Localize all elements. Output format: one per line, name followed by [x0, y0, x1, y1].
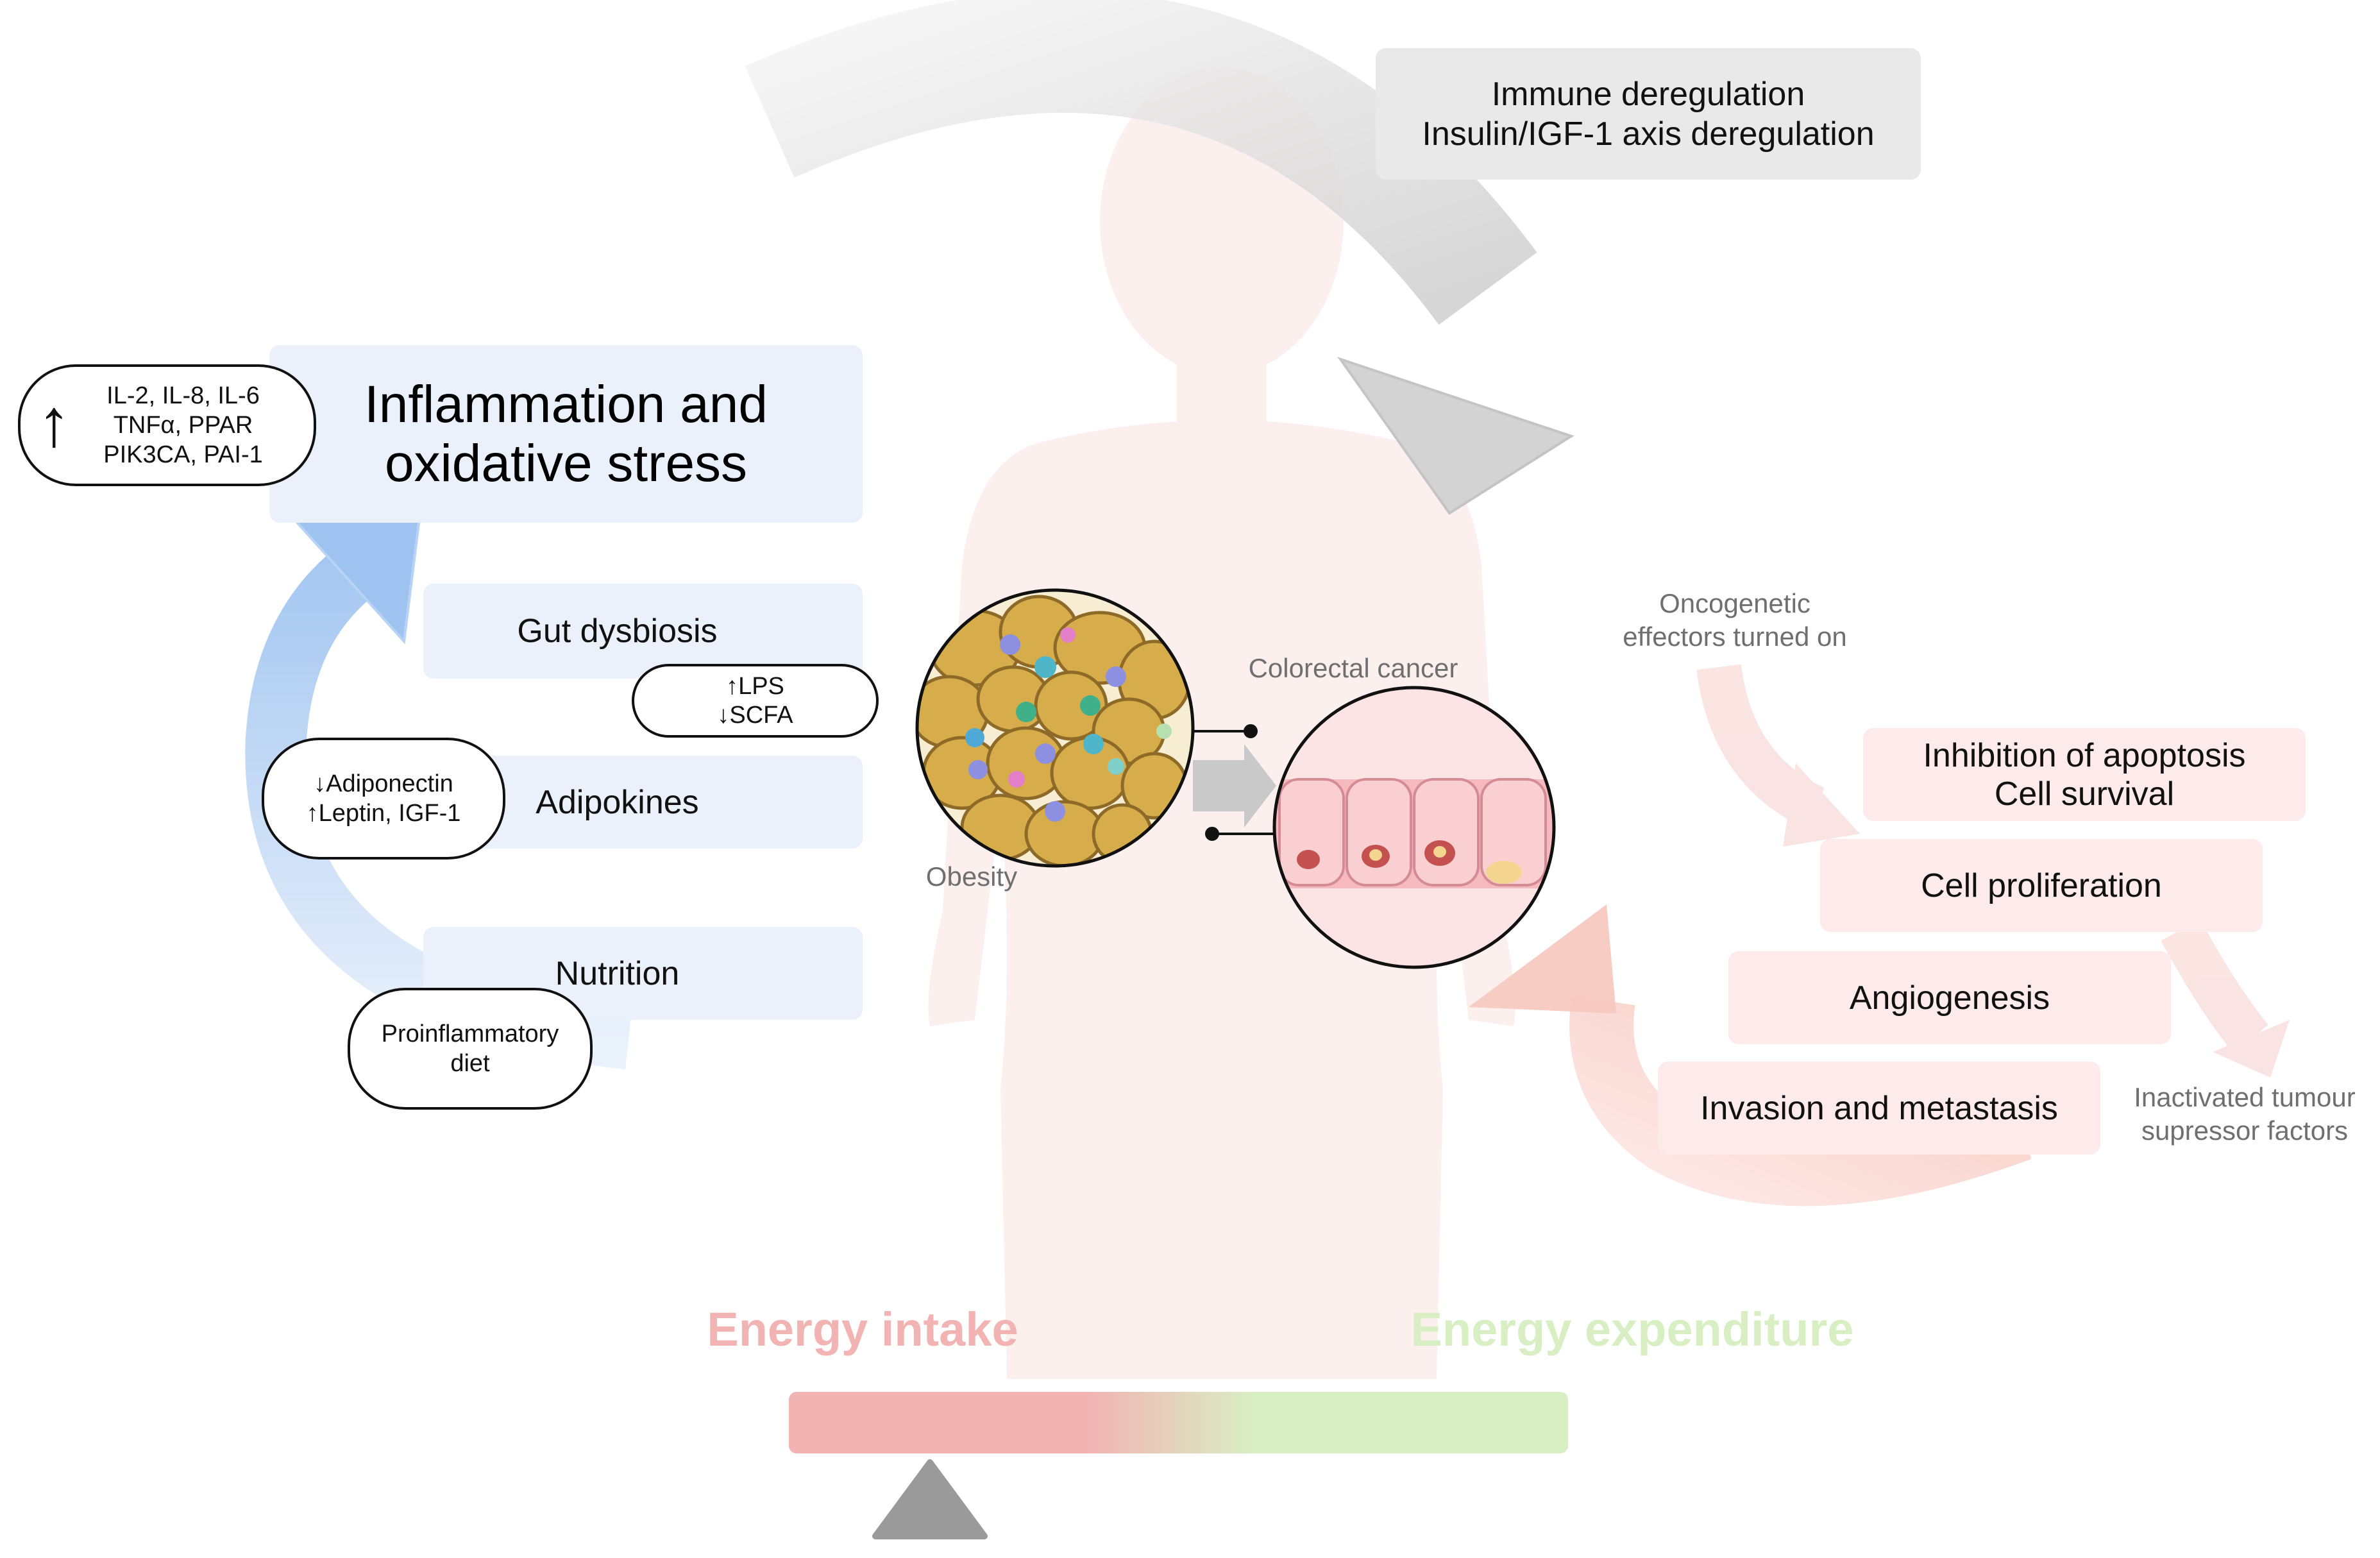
- diet-pill: Proinflammatory diet: [348, 988, 593, 1110]
- obesity-illustration: [915, 588, 1195, 868]
- gut-dysbiosis-box: Gut dysbiosis: [423, 584, 863, 679]
- cytokines-line-1: IL-2, IL-8, IL-6: [106, 382, 260, 409]
- leptin-igf-text: ↑Leptin, IGF-1: [306, 800, 461, 827]
- lps-text: ↑LPS: [726, 672, 784, 700]
- immune-deregulation-text: Immune deregulation: [1491, 75, 1805, 113]
- oncogenetic-arrow: [1696, 664, 1860, 847]
- energy-expenditure-label: Energy expenditure: [1410, 1303, 1854, 1356]
- insulin-igf-text: Insulin/IGF-1 axis deregulation: [1422, 115, 1875, 153]
- cytokines-line-3: PIK3CA, PAI-1: [103, 441, 263, 468]
- cytokines-pill: ↑ IL-2, IL-8, IL-6 TNFα, PPAR PIK3CA, PA…: [18, 364, 316, 486]
- apoptosis-box: Inhibition of apoptosis Cell survival: [1863, 728, 2306, 821]
- nutrition-text: Nutrition: [555, 954, 680, 992]
- angiogenesis-box: Angiogenesis: [1728, 951, 2171, 1044]
- energy-intake-label: Energy intake: [707, 1303, 1018, 1356]
- tumour-suppressor-label: Inactivated tumour supressor factors: [2110, 1081, 2379, 1147]
- lps-scfa-pill: ↑LPS ↓SCFA: [632, 664, 879, 738]
- colon-illustration: [1272, 686, 1556, 969]
- scfa-text: ↓SCFA: [717, 701, 793, 729]
- pink-curved-arrow: [1469, 904, 2032, 1207]
- tumour-suppressor-arrow: [2161, 919, 2290, 1078]
- balance-fulcrum: [872, 1459, 988, 1539]
- obesity-label: Obesity: [925, 861, 1018, 892]
- cytokines-line-2: TNFα, PPAR: [113, 412, 253, 439]
- gut-dysbiosis-text: Gut dysbiosis: [517, 613, 718, 650]
- colorectal-cancer-label: Colorectal cancer: [1248, 653, 1458, 683]
- angiogenesis-text: Angiogenesis: [1849, 979, 2050, 1017]
- adiponectin-text: ↓Adiponectin: [314, 770, 453, 797]
- proliferation-text: Cell proliferation: [1921, 867, 2162, 904]
- adiponectin-pill: ↓Adiponectin ↑Leptin, IGF-1: [262, 738, 505, 859]
- inflammation-box: Inflammation and oxidative stress: [269, 345, 863, 523]
- tumour-suppressor-line-1: Inactivated tumour: [2134, 1082, 2356, 1112]
- proliferation-box: Cell proliferation: [1820, 839, 2263, 932]
- apoptosis-text-2: Cell survival: [1994, 775, 2175, 813]
- immune-deregulation-box: Immune deregulation Insulin/IGF-1 axis d…: [1376, 48, 1921, 180]
- invasion-text: Invasion and metastasis: [1700, 1089, 2058, 1127]
- diet-text-2: diet: [450, 1050, 490, 1077]
- up-arrow-icon: ↑: [37, 385, 71, 461]
- invasion-box: Invasion and metastasis: [1658, 1062, 2100, 1155]
- apoptosis-text-1: Inhibition of apoptosis: [1923, 736, 2246, 774]
- adipokines-text: Adipokines: [536, 783, 699, 821]
- tumour-suppressor-line-2: supressor factors: [2141, 1115, 2349, 1146]
- oncogenetic-label: Oncogenetic effectors turned on: [1591, 587, 1879, 654]
- inflammation-text-2: oxidative stress: [384, 434, 748, 493]
- energy-balance-bar: [789, 1392, 1568, 1453]
- diet-text-1: Proinflammatory: [381, 1020, 559, 1047]
- obesity-to-cancer-arrow: [1193, 744, 1276, 827]
- oncogenetic-line-2: effectors turned on: [1623, 622, 1847, 652]
- inflammation-text-1: Inflammation and: [364, 375, 768, 434]
- gray-curved-arrow: [745, 0, 1574, 515]
- connector-lines: [1186, 724, 1273, 841]
- oncogenetic-line-1: Oncogenetic: [1659, 588, 1810, 618]
